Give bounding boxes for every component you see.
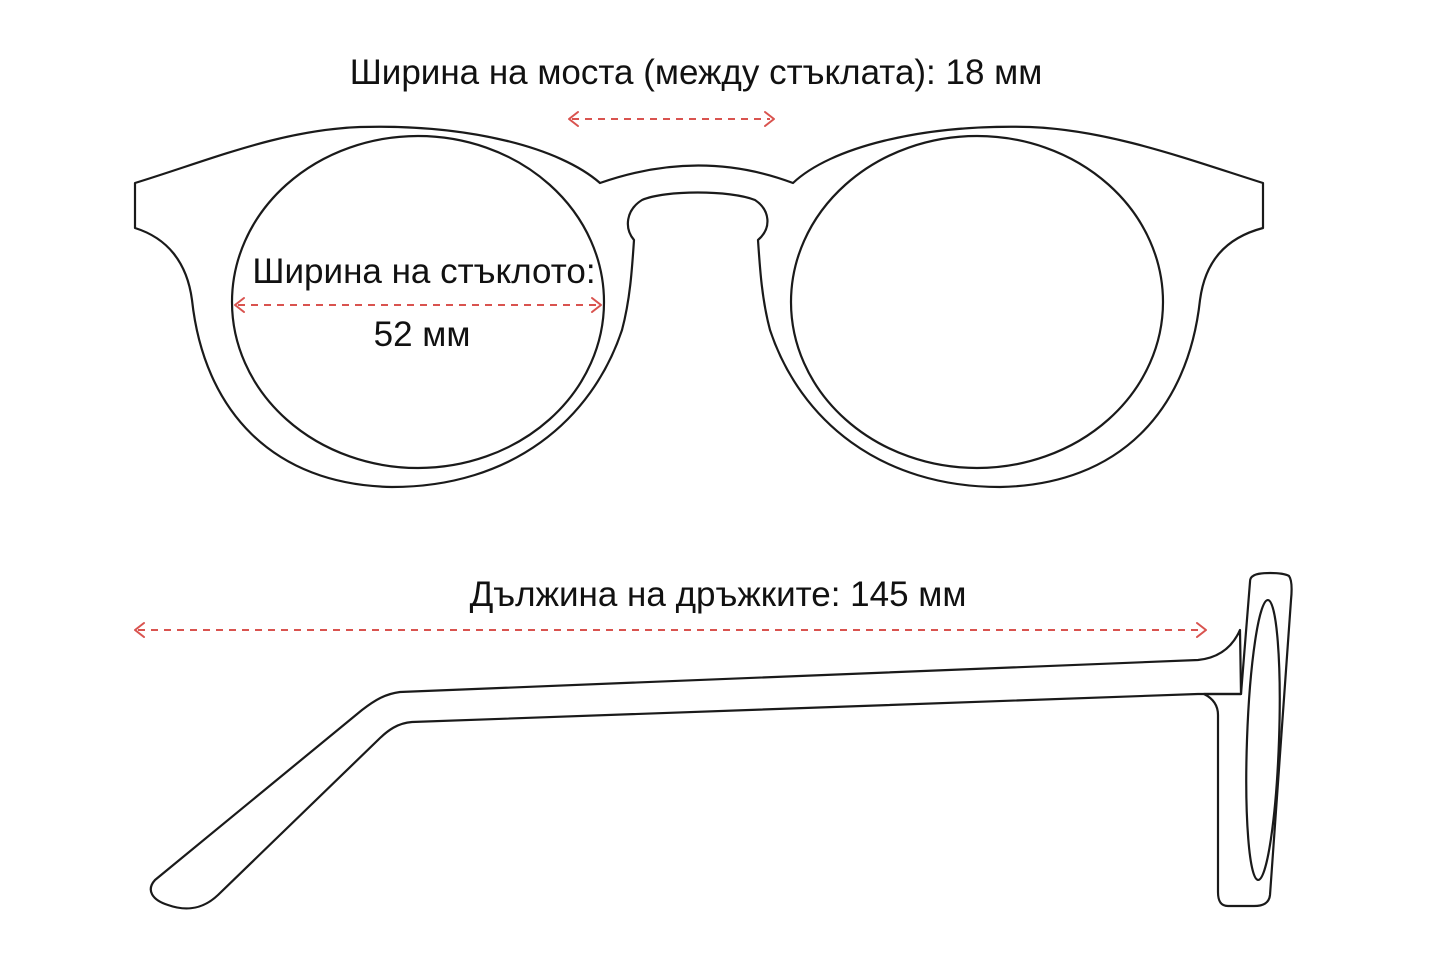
left-lens [230, 134, 606, 470]
lens-width-value: 52 мм [374, 315, 471, 354]
lens-width-dimension [234, 297, 602, 313]
bridge-width-label: Ширина на моста (между стъклата): 18 мм [350, 53, 1043, 92]
temple-length-label: Дължина на дръжките: 145 мм [470, 575, 967, 614]
frame-front-outline [133, 125, 1265, 489]
lens-arrow-right [591, 297, 602, 313]
bridge-arrow-right [764, 111, 775, 127]
lens-arrow-left [234, 297, 245, 313]
temple-arm-outline [149, 628, 1243, 910]
frame-side-profile [1202, 571, 1293, 908]
right-lens [789, 134, 1165, 470]
glasses-front-view [133, 125, 1265, 489]
bridge-arrow-left [568, 111, 579, 127]
temple-arrow-left [134, 622, 145, 638]
temple-arrow-right [1196, 622, 1207, 638]
bridge-width-dimension [568, 111, 775, 127]
temple-length-dimension [134, 622, 1207, 638]
lens-width-title: Ширина на стъклото: [252, 252, 595, 291]
glasses-side-view [149, 571, 1293, 910]
side-lens-edge [1245, 598, 1281, 882]
